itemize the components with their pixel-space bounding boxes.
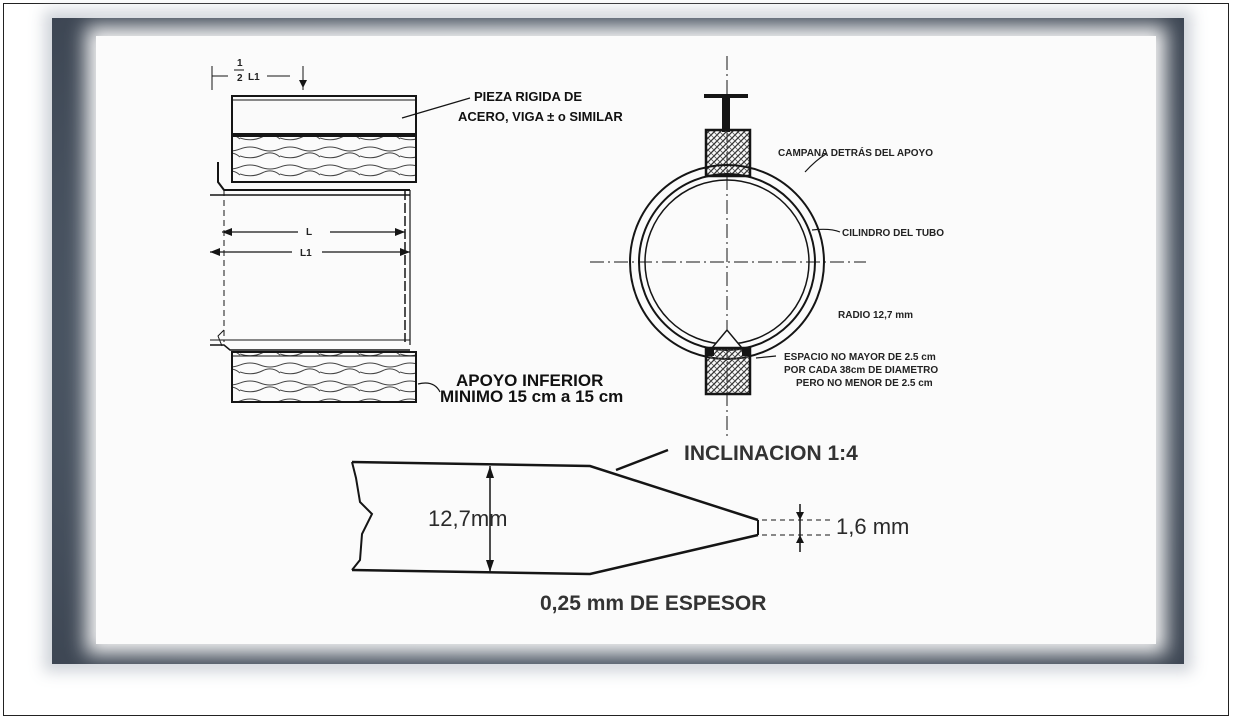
- upper-wood-block: [231, 135, 417, 183]
- lower-wood-block: [231, 351, 417, 403]
- side-view: 1 2 L1: [210, 58, 417, 403]
- taper-profile: 12,7mm 1,6 mm INCLINACION 1:4 0,25 mm DE…: [351, 442, 909, 615]
- taper-outline: [351, 460, 759, 576]
- half-l1-num: 1: [237, 58, 243, 69]
- dim-l-label: L: [306, 227, 312, 238]
- half-l1-dimension: 1 2 L1: [211, 58, 307, 90]
- thickness-12-7-label: 12,7mm: [428, 506, 507, 531]
- rigid-beam: [231, 95, 417, 135]
- rigid-piece-callout: PIEZA RIGIDA DE ACERO, VIGA ± o SIMILAR: [401, 89, 623, 124]
- rigid-piece-line2: ACERO, VIGA ± o SIMILAR: [458, 109, 623, 124]
- lower-support-line2: MINIMO 15 cm a 15 cm: [440, 387, 623, 406]
- cross-section: [590, 56, 866, 440]
- dim-l: L: [222, 227, 405, 238]
- radius-label: RADIO 12,7 mm: [838, 310, 913, 321]
- half-l1-label: L1: [248, 72, 260, 83]
- tip-1-6-label: 1,6 mm: [836, 514, 909, 539]
- lower-support-line1: APOYO INFERIOR: [456, 371, 603, 390]
- lower-support-callout: APOYO INFERIOR MINIMO 15 cm a 15 cm: [417, 371, 623, 406]
- pipe-side: [210, 162, 411, 351]
- dim-l1-label: L1: [300, 248, 312, 259]
- rigid-piece-line1: PIEZA RIGIDA DE: [474, 89, 582, 104]
- spacing-line2: POR CADA 38cm DE DIAMETRO: [784, 365, 938, 376]
- spacing-line1: ESPACIO NO MAYOR DE 2.5 cm: [784, 352, 936, 363]
- inclination-label: INCLINACION 1:4: [684, 442, 858, 465]
- bell-behind-support-label: CAMPANA DETRÁS DEL APOYO: [778, 146, 933, 159]
- half-l1-den: 2: [237, 73, 243, 84]
- top-load-block: [704, 128, 752, 178]
- tube-cylinder-label: CILINDRO DEL TUBO: [842, 228, 944, 239]
- wall-thickness-label: 0,25 mm DE ESPESOR: [540, 592, 766, 615]
- spacing-line3: PERO NO MENOR DE 2.5 cm: [796, 378, 933, 389]
- bottom-wedge: [710, 328, 744, 349]
- cross-section-callouts: CAMPANA DETRÁS DEL APOYO CILINDRO DEL TU…: [755, 146, 944, 389]
- dim-l1: L1: [210, 248, 410, 259]
